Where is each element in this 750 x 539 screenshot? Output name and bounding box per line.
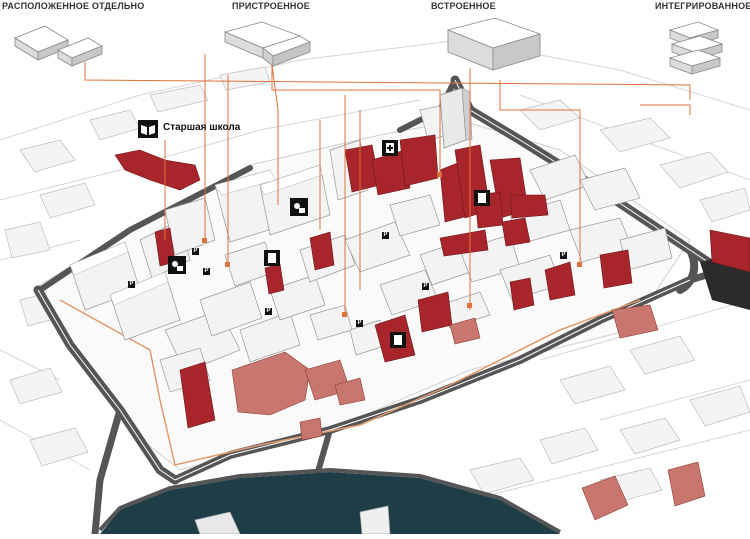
hospital-icon [382,140,398,156]
sport-icon [168,256,186,274]
hospital-icon [390,332,406,348]
category-label-attached: ПРИСТРОЕННОЕ [232,1,311,11]
leader-dots [202,172,582,317]
hospital-icon [474,190,490,206]
school-label: Старшая школа [163,122,241,133]
category-label-detached: РАСПОЛОЖЕННОЕ ОТДЕЛЬНО [2,1,145,11]
parking-icon: P [265,308,272,315]
model-detached [14,25,103,67]
category-label-integrated: ИНТЕГРИРОВАННОЕ [655,1,750,11]
parking-icon: P [422,283,429,290]
tower [439,87,473,149]
background-buildings [4,66,750,505]
leader-lines [84,54,691,315]
sport-icon [290,198,308,216]
bike-route [59,299,641,466]
parking-icon: P [192,248,199,255]
parking-icon: P [356,320,363,327]
parking-icon: P [382,232,389,239]
pink-buildings [231,304,706,521]
river-bank [98,467,561,534]
book-icon [138,120,158,138]
model-integrated [668,21,724,75]
hospital-icon [264,250,280,266]
parking-icon: P [128,281,135,288]
parking-icon: P [203,268,210,275]
building-roofs [69,164,323,306]
model-built-in [446,17,542,71]
category-label-built-in: ВСТРОЕННОЕ [431,1,496,11]
parking-icon: P [560,252,567,259]
model-attached [223,21,311,67]
